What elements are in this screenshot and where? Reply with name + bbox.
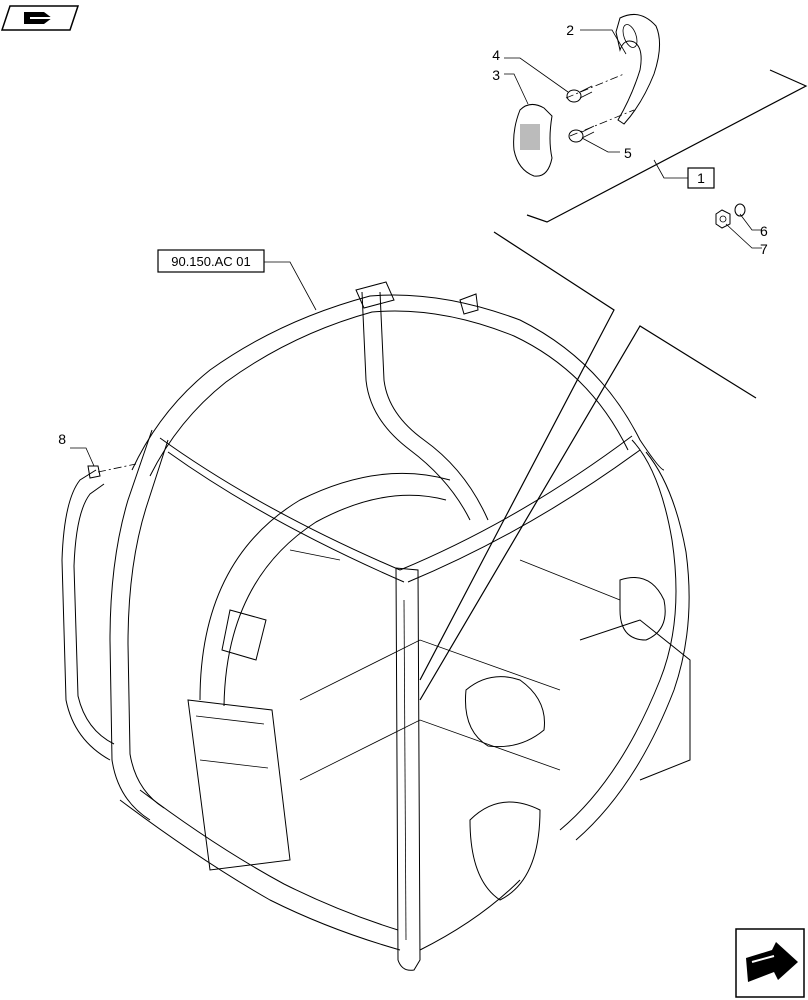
bolt-5-part	[568, 125, 595, 143]
callout-7: 7	[760, 241, 768, 257]
assembly-axis-line	[569, 109, 635, 137]
callout-2: 2	[566, 22, 574, 38]
pointer-line	[419, 231, 615, 681]
assembly-axis-line	[565, 73, 625, 99]
book-hand-icon[interactable]	[0, 5, 80, 31]
leader-line-2	[580, 29, 627, 55]
detail-group-outline	[526, 69, 808, 223]
leader-line-8	[70, 447, 95, 467]
group-box-label: 1	[697, 170, 705, 186]
interior-lamp-part	[513, 104, 553, 177]
next-page-arrow-icon[interactable]	[735, 928, 805, 998]
nut-7-part	[715, 209, 731, 229]
callout-6: 6	[760, 223, 768, 239]
grab-handle-part	[615, 13, 660, 125]
leader-line-7	[725, 223, 762, 249]
bolt-8-part	[87, 463, 137, 479]
cab-frame	[61, 281, 691, 971]
callout-5: 5	[624, 145, 632, 161]
group-box	[687, 167, 715, 189]
reference-label-box[interactable]	[157, 249, 265, 273]
callout-4: 4	[492, 47, 500, 63]
leader-line-3	[504, 73, 529, 105]
leader-line-4	[504, 57, 569, 93]
leader-line-5	[581, 137, 620, 153]
bolt-4-part	[566, 85, 593, 103]
washer-6-part	[734, 203, 746, 217]
leader-line-reference	[264, 261, 317, 311]
callout-3: 3	[492, 67, 500, 83]
leader-line-group	[653, 159, 688, 179]
callout-8: 8	[58, 431, 66, 447]
pointer-line	[419, 325, 757, 701]
reference-label[interactable]: 90.150.AC 01	[171, 254, 251, 269]
leader-line-6	[739, 213, 762, 231]
